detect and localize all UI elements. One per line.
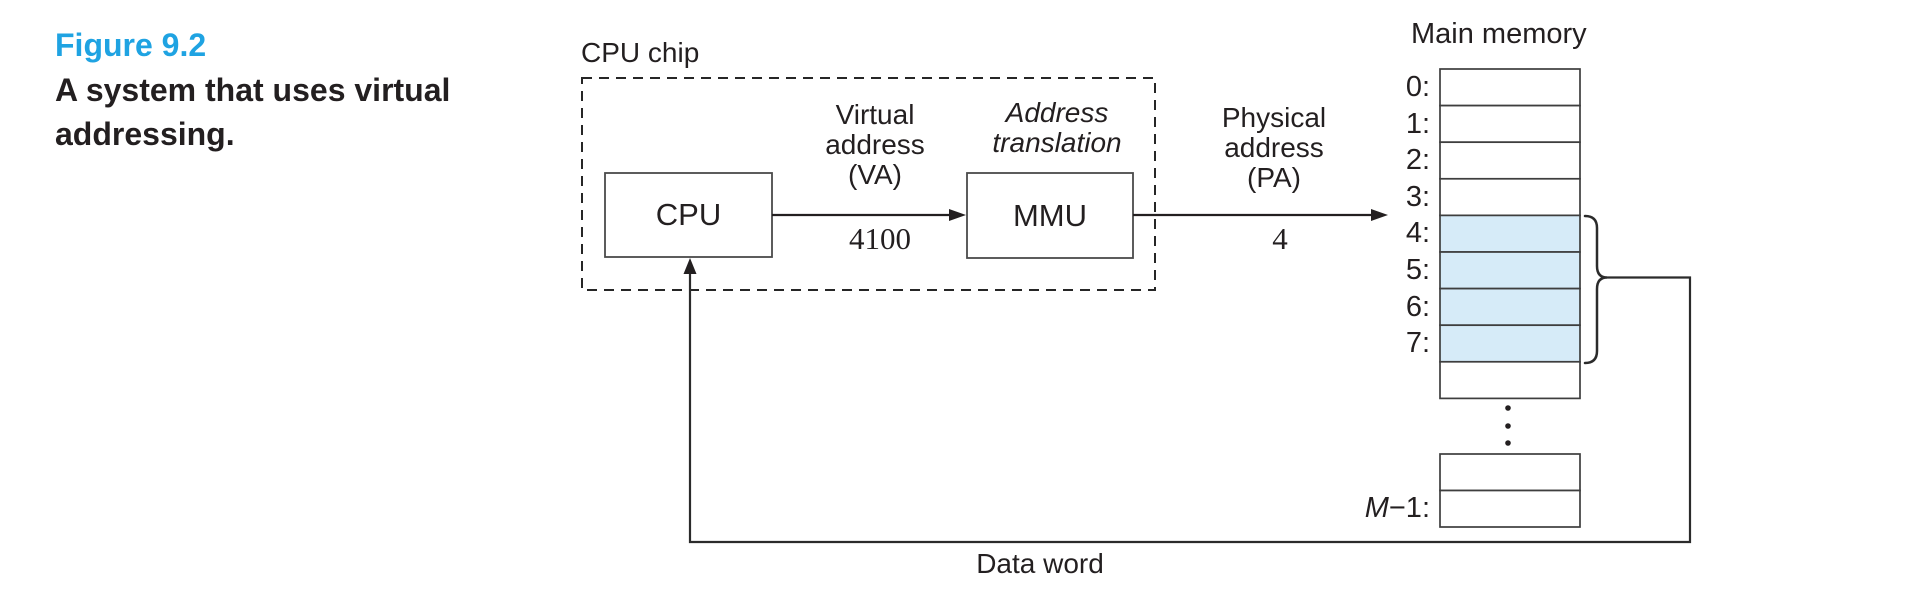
- cpu-box: [604, 172, 773, 258]
- data-word-arrowhead-icon: [683, 258, 697, 274]
- virtual-address-value: 4100: [849, 221, 911, 256]
- memory-row-label-5: 5:: [1405, 254, 1430, 286]
- main-memory-title: Main memory: [1411, 18, 1587, 50]
- physical-address-label: Physical address (PA): [1221, 102, 1327, 193]
- pa-arrowhead-icon: [1371, 209, 1388, 221]
- memory-row-4-highlighted: [1439, 214, 1581, 253]
- m-minus-one-suffix: −1:: [1388, 492, 1430, 524]
- memory-row-label-6: 6:: [1405, 290, 1430, 323]
- figure-caption: A system that uses virtual addressing.: [55, 72, 451, 152]
- memory-row-2: [1439, 141, 1581, 180]
- memory-row-label-1: 1:: [1405, 107, 1430, 140]
- memory-row-5-highlighted: [1439, 251, 1581, 290]
- cpu-box-label: CPU: [655, 197, 722, 232]
- memory-row-m-1: [1439, 489, 1581, 528]
- data-word-label: Data word: [976, 548, 1104, 579]
- memory-rows: [1439, 68, 1581, 400]
- memory-row-label-2: 2:: [1405, 144, 1430, 177]
- va-arrowhead-icon: [949, 209, 966, 221]
- memory-row-label-7: 7:: [1405, 327, 1430, 360]
- figure-number: Figure 9.2: [55, 27, 207, 63]
- memory-row-0: [1439, 68, 1581, 107]
- memory-row-8: [1439, 360, 1581, 400]
- ellipsis-dots-icon: [1505, 405, 1511, 446]
- virtual-address-label: Virtual address (VA): [825, 99, 925, 190]
- memory-row-label-4: 4:: [1405, 217, 1430, 250]
- cpu-chip-label: CPU chip: [581, 37, 700, 68]
- memory-row-label-0: 0:: [1405, 71, 1430, 103]
- memory-row-label-3: 3:: [1405, 180, 1430, 213]
- memory-row-6-highlighted: [1439, 287, 1581, 327]
- data-word-wire: [688, 272, 1692, 544]
- memory-row-7-highlighted: [1439, 324, 1581, 363]
- memory-row-m-2: [1439, 453, 1581, 492]
- mmu-box-label: MMU: [1012, 197, 1088, 233]
- memory-row-3: [1439, 177, 1581, 217]
- cpu-chip-dashed-box: [581, 77, 1156, 291]
- memory-row-label-m-1: M−1:: [1270, 490, 1430, 527]
- memory-row-1: [1439, 104, 1581, 144]
- m-symbol: M: [1364, 492, 1389, 524]
- mmu-box: [966, 172, 1134, 259]
- physical-address-value: 4: [1272, 221, 1288, 256]
- address-translation-label: Address translation: [992, 97, 1122, 158]
- highlight-brace-icon: [1583, 214, 1608, 365]
